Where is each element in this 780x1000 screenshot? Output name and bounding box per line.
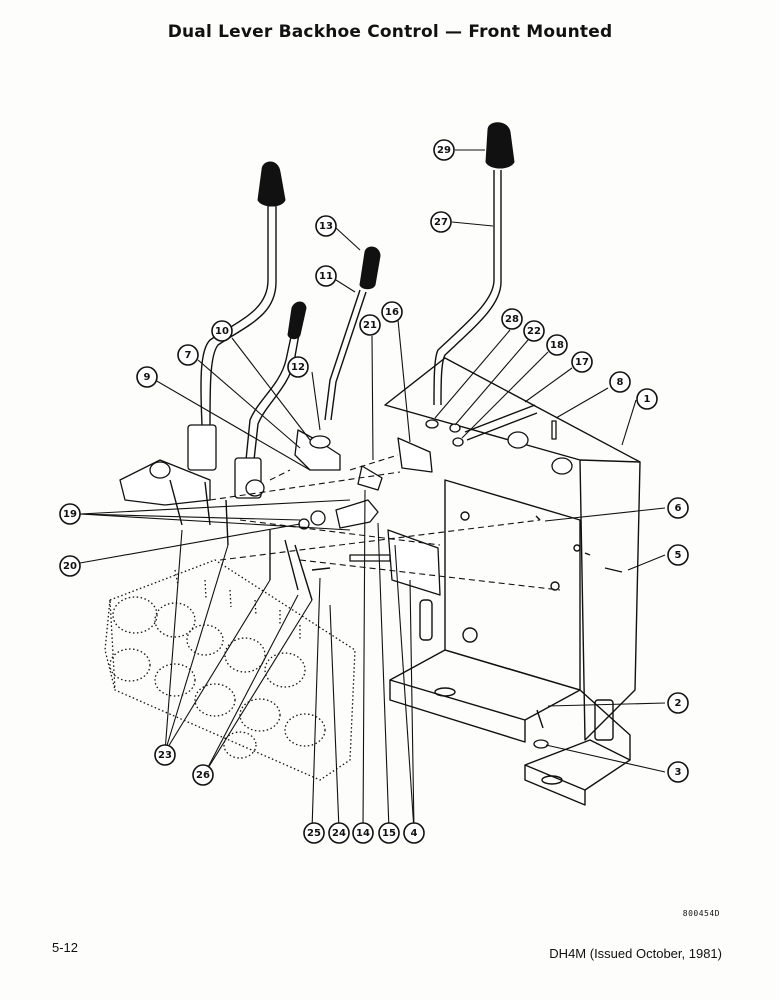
callout-24: 24	[328, 822, 350, 844]
svg-text:16: 16	[385, 307, 399, 318]
linkage-hardware-drawing	[119, 404, 623, 749]
svg-text:9: 9	[144, 372, 151, 383]
svg-text:10: 10	[215, 326, 229, 337]
callout-7: 7	[177, 344, 199, 366]
callout-21: 21	[359, 314, 381, 336]
callout-3: 3	[667, 761, 689, 783]
callout-29: 29	[433, 139, 455, 161]
svg-text:25: 25	[307, 828, 321, 839]
document-reference: DH4M (Issued October, 1981)	[549, 946, 722, 961]
svg-text:26: 26	[196, 770, 210, 781]
callout-20: 20	[59, 555, 81, 577]
callout-18: 18	[546, 334, 568, 356]
svg-text:22: 22	[527, 326, 541, 337]
callout-12: 12	[287, 356, 309, 378]
svg-text:29: 29	[437, 145, 451, 156]
svg-text:5: 5	[675, 550, 682, 561]
callout-14: 14	[352, 822, 374, 844]
svg-text:2: 2	[675, 698, 682, 709]
callout-2: 2	[667, 692, 689, 714]
callout-28: 28	[501, 308, 523, 330]
callout-26: 26	[192, 764, 214, 786]
callout-10: 10	[211, 320, 233, 342]
callout-23: 23	[154, 744, 176, 766]
callout-1: 1	[636, 388, 658, 410]
svg-text:6: 6	[675, 503, 682, 514]
callout-25: 25	[303, 822, 325, 844]
svg-text:28: 28	[505, 314, 519, 325]
control-valve-drawing	[104, 559, 356, 781]
svg-text:24: 24	[332, 828, 346, 839]
svg-text:8: 8	[617, 377, 624, 388]
callout-17: 17	[571, 351, 593, 373]
svg-text:17: 17	[575, 357, 589, 368]
svg-text:20: 20	[63, 561, 77, 572]
callout-5: 5	[667, 544, 689, 566]
page-title: Dual Lever Backhoe Control — Front Mount…	[167, 22, 613, 42]
svg-text:21: 21	[363, 320, 377, 331]
callout-4: 4	[403, 822, 425, 844]
svg-text:14: 14	[356, 828, 370, 839]
callout-27: 27	[430, 211, 452, 233]
svg-text:27: 27	[434, 217, 448, 228]
callout-22: 22	[523, 320, 545, 342]
callout-15: 15	[378, 822, 400, 844]
svg-text:12: 12	[291, 362, 305, 373]
svg-text:11: 11	[319, 271, 333, 282]
drawing-code: 800454D	[682, 909, 720, 918]
svg-text:23: 23	[158, 750, 172, 761]
svg-text:18: 18	[550, 340, 564, 351]
callout-16: 16	[381, 301, 403, 323]
mounting-bracket-drawing	[384, 357, 641, 806]
page-number: 5-12	[52, 940, 79, 955]
svg-text:15: 15	[382, 828, 396, 839]
control-levers-drawing	[200, 122, 515, 461]
callout-19: 19	[59, 503, 81, 525]
svg-text:4: 4	[411, 828, 418, 839]
callout-13: 13	[315, 215, 337, 237]
svg-text:1: 1	[644, 394, 651, 405]
leader-lines	[79, 149, 666, 831]
callout-8: 8	[609, 371, 631, 393]
svg-text:7: 7	[185, 350, 192, 361]
callout-11: 11	[315, 265, 337, 287]
svg-text:3: 3	[675, 767, 682, 778]
callout-9: 9	[136, 366, 158, 388]
callout-6: 6	[667, 497, 689, 519]
svg-text:19: 19	[63, 509, 77, 520]
svg-text:13: 13	[319, 221, 333, 232]
